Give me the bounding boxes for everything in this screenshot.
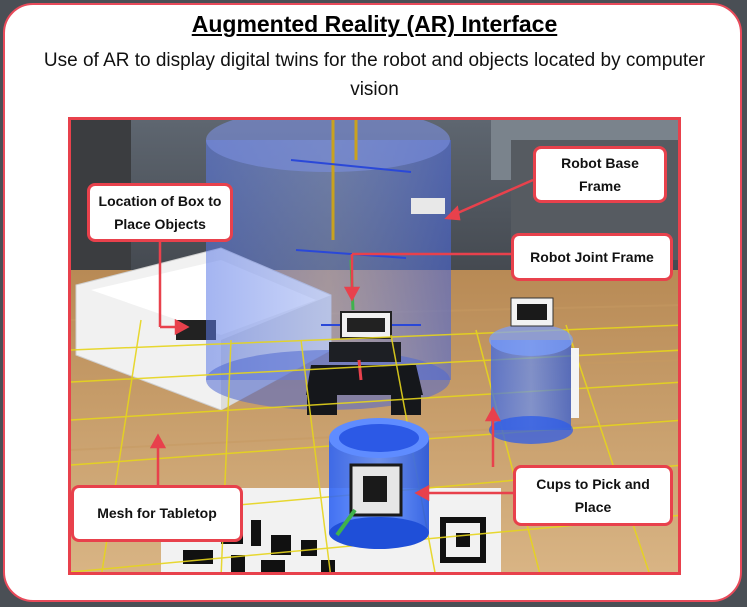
callout-robot-base-frame: Robot Base Frame	[533, 146, 667, 203]
slide-card: Augmented Reality (AR) Interface Use of …	[3, 3, 742, 602]
callout-cups-label: Cups to Pick and Place	[536, 475, 650, 515]
callout-robot-joint-frame-label: Robot Joint Frame	[530, 248, 654, 265]
callout-tabletop-mesh-label: Mesh for Tabletop	[97, 505, 217, 521]
slide-title: Augmented Reality (AR) Interface	[191, 11, 558, 37]
slide-subtitle: Use of AR to display digital twins for t…	[43, 50, 706, 100]
callout-robot-base-frame-label: Robot Base Frame	[561, 154, 639, 194]
callout-box-location-label: Location of Box to Place Objects	[98, 192, 222, 232]
callout-robot-joint-frame: Robot Joint Frame	[511, 233, 673, 281]
callout-box-location: Location of Box to Place Objects	[87, 183, 233, 242]
callout-cups: Cups to Pick and Place	[513, 465, 673, 526]
callout-tabletop-mesh: Mesh for Tabletop	[71, 485, 243, 542]
